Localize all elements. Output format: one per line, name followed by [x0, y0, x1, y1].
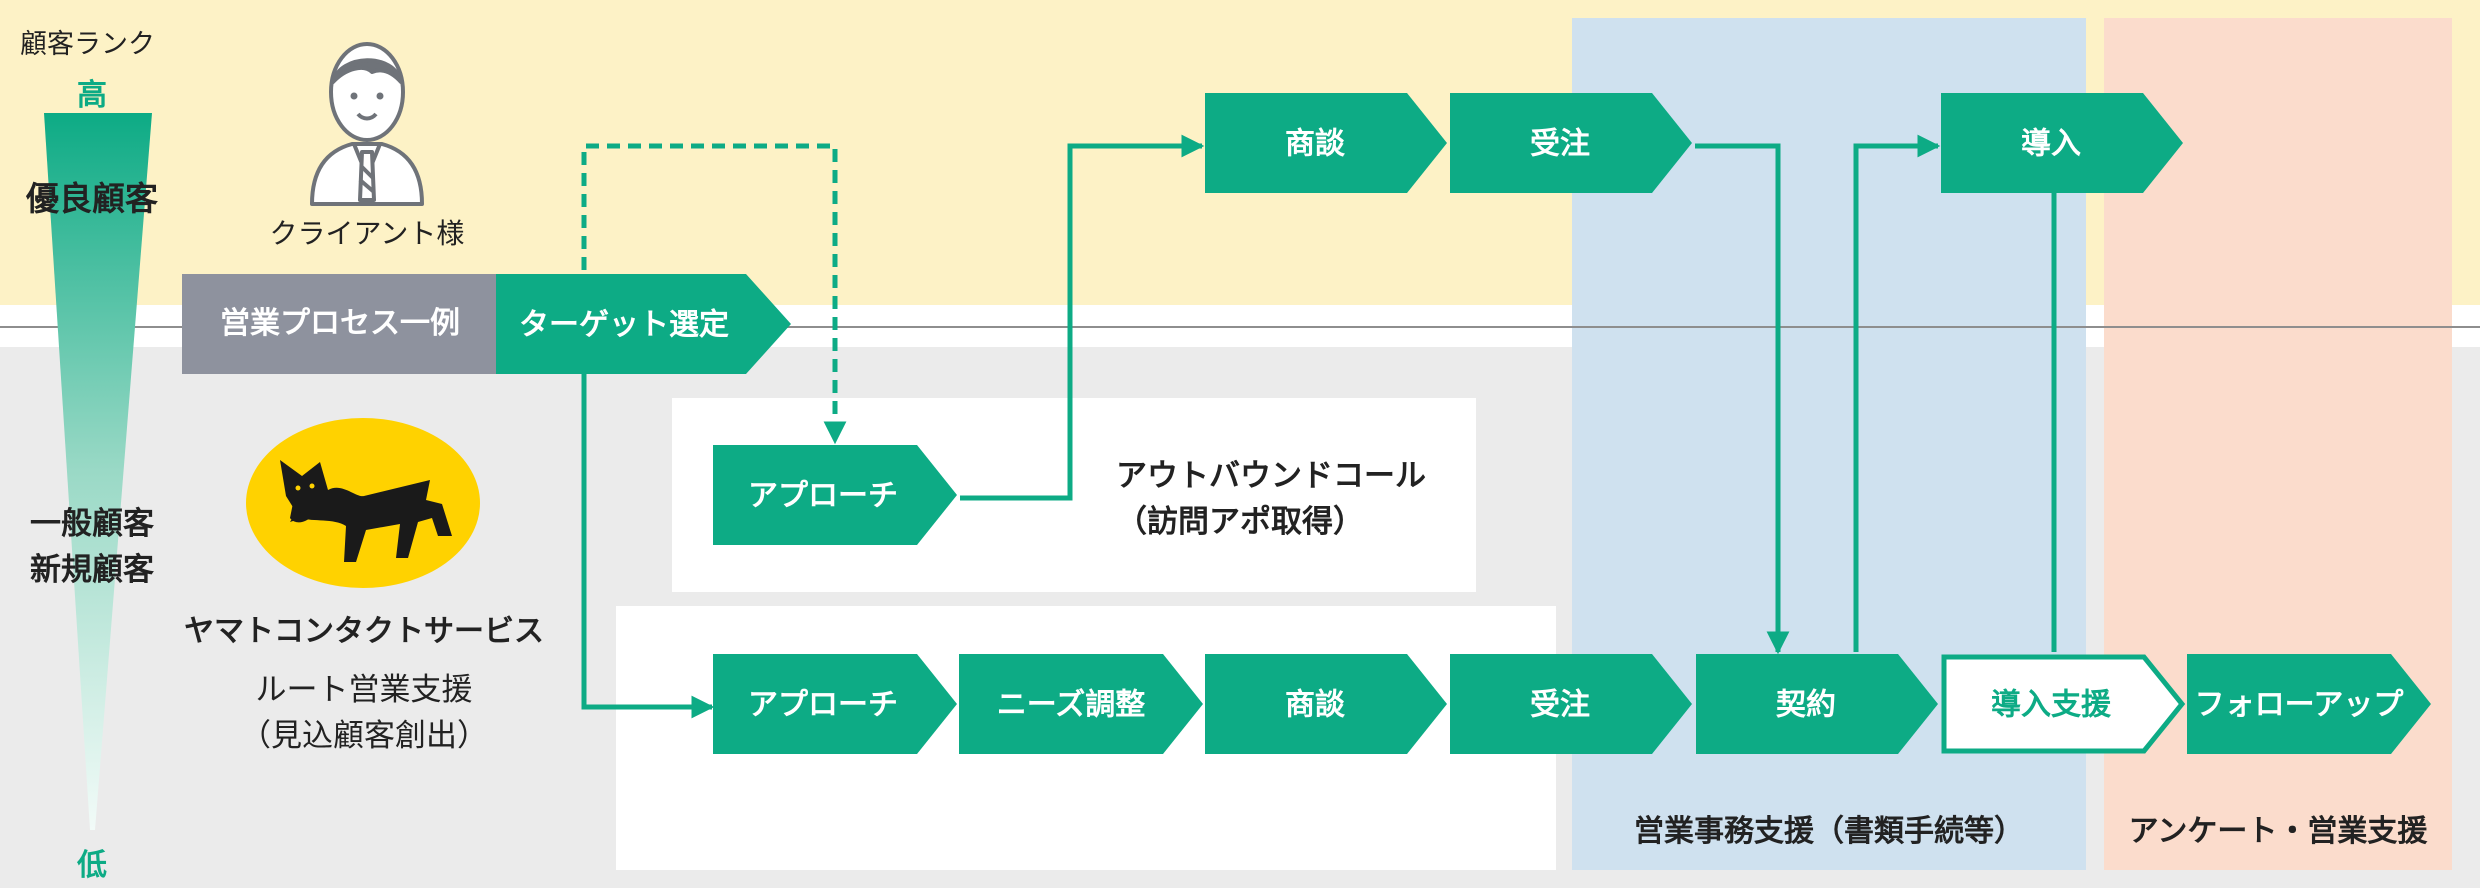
rank-high-label: 高	[77, 78, 107, 113]
step-route-negotiation: 商談	[1205, 654, 1447, 754]
step-client-negotiation-label: 商談	[1285, 127, 1346, 162]
divider-line	[0, 326, 2480, 328]
step-route-order-label: 受注	[1530, 688, 1590, 723]
step-route-contract: 契約	[1696, 654, 1938, 754]
step-route-contract-label: 契約	[1776, 688, 1836, 723]
step-target-selection-label: ターゲット選定	[519, 308, 729, 343]
client-person-icon	[310, 42, 424, 206]
new-customer-label: 新規顧客	[30, 552, 154, 588]
survey-support-caption: アンケート・営業支援	[2128, 814, 2428, 849]
cat-logo-icon	[246, 418, 480, 588]
provider-name: ヤマトコンタクトサービス	[184, 614, 544, 649]
provider-role-note: （見込顧客創出）	[240, 718, 488, 754]
arrow-target-to-route	[581, 372, 715, 719]
process-example-label: 営業プロセス一例	[220, 306, 460, 341]
step-client-order: 受注	[1450, 93, 1692, 193]
general-customer-label: 一般顧客	[30, 506, 154, 542]
step-route-needs: ニーズ調整	[959, 654, 1203, 754]
top-tier-label: 優良顧客	[26, 179, 158, 218]
rank-low-label: 低	[77, 848, 107, 883]
step-route-approach-label: アプローチ	[748, 688, 898, 723]
office-support-caption: 営業事務支援（書類手続等）	[1634, 814, 2024, 849]
rank-gradient-wedge	[44, 113, 152, 830]
rank-axis-title: 顧客ランク	[20, 29, 155, 60]
step-client-negotiation: 商談	[1205, 93, 1447, 193]
arrow-order-to-contract	[1695, 143, 1790, 655]
step-route-negotiation-label: 商談	[1285, 688, 1346, 723]
step-client-introduction: 導入	[1941, 93, 2183, 193]
step-route-follow-up-label: フォローアップ	[2195, 688, 2405, 723]
step-route-needs-label: ニーズ調整	[997, 688, 1146, 723]
step-client-introduction-label: 導入	[2021, 127, 2081, 162]
arrow-contract-to-introduction	[1853, 134, 1941, 652]
step-outbound-approach: アプローチ	[713, 445, 957, 545]
step-route-approach: アプローチ	[713, 654, 957, 754]
client-label: クライアント様	[269, 217, 465, 250]
step-target-selection: ターゲット選定	[496, 274, 791, 374]
step-outbound-approach-label: アプローチ	[748, 479, 898, 514]
step-client-order-label: 受注	[1530, 127, 1590, 162]
process-example-box: 営業プロセス一例	[182, 274, 498, 374]
step-route-intro-support: 導入支援	[1941, 654, 2186, 754]
outbound-call-note: （訪問アポ取得）	[1116, 504, 1364, 540]
step-route-intro-support-label: 導入支援	[1991, 688, 2112, 723]
outbound-call-label: アウトバウンドコール	[1116, 458, 1426, 494]
step-route-order: 受注	[1450, 654, 1692, 754]
provider-role: ルート営業支援	[255, 672, 473, 708]
step-route-follow-up: フォローアップ	[2187, 654, 2431, 754]
arrow-outbound-to-negotiation	[960, 134, 1205, 501]
